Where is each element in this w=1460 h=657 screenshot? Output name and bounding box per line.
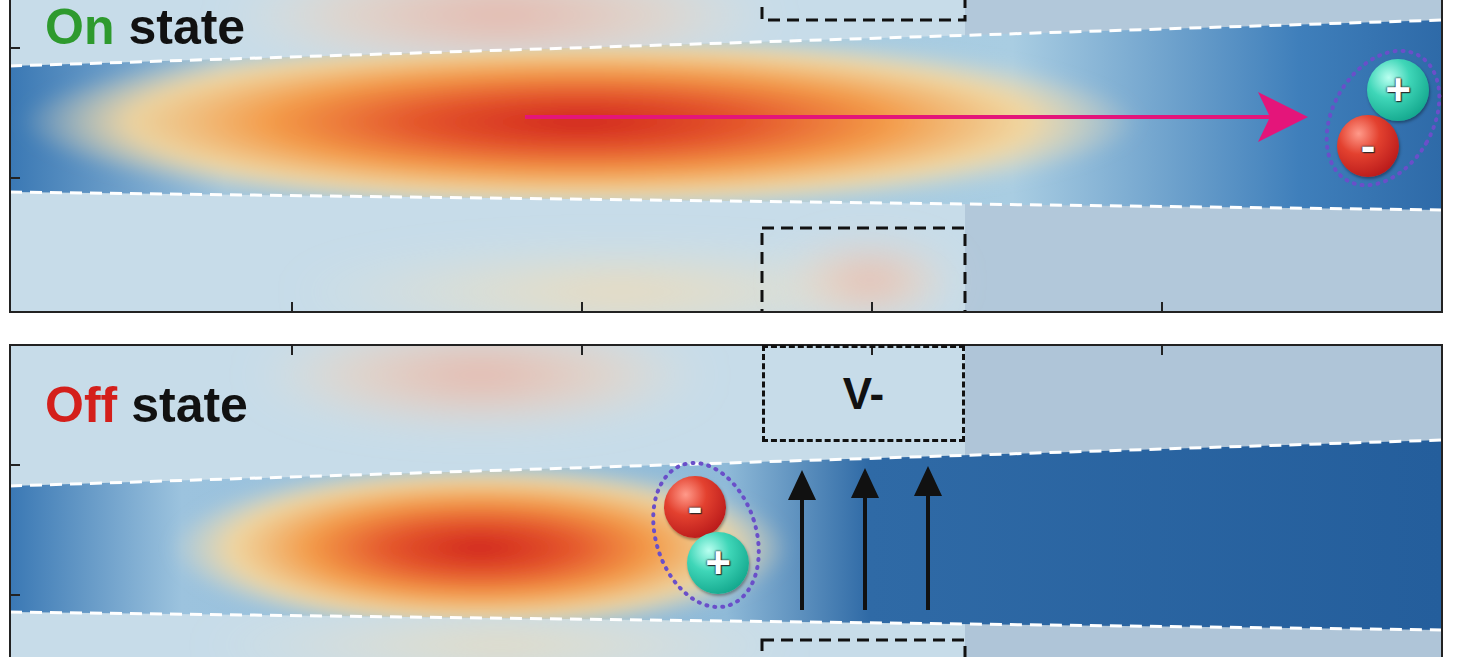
charge-sign: + bbox=[1385, 68, 1411, 112]
state-label: state bbox=[131, 380, 248, 430]
field-arrows bbox=[788, 466, 942, 610]
charge-ball: + bbox=[1367, 59, 1429, 121]
charge-ball: - bbox=[1337, 115, 1399, 177]
charge-ball: - bbox=[664, 476, 726, 538]
state-label: Off bbox=[45, 380, 117, 430]
charge-ball: + bbox=[687, 532, 749, 594]
charge-sign: + bbox=[705, 541, 731, 585]
charge-sign: - bbox=[688, 485, 703, 529]
voltage-label: V- bbox=[843, 372, 885, 416]
state-label: state bbox=[128, 2, 245, 52]
exciton-outline bbox=[1304, 31, 1460, 206]
state-label: On bbox=[45, 2, 114, 52]
charge-sign: - bbox=[1361, 124, 1376, 168]
exciton-outline bbox=[636, 449, 777, 621]
drift-arrow bbox=[525, 92, 1308, 142]
electrode-box: V- bbox=[762, 345, 965, 442]
